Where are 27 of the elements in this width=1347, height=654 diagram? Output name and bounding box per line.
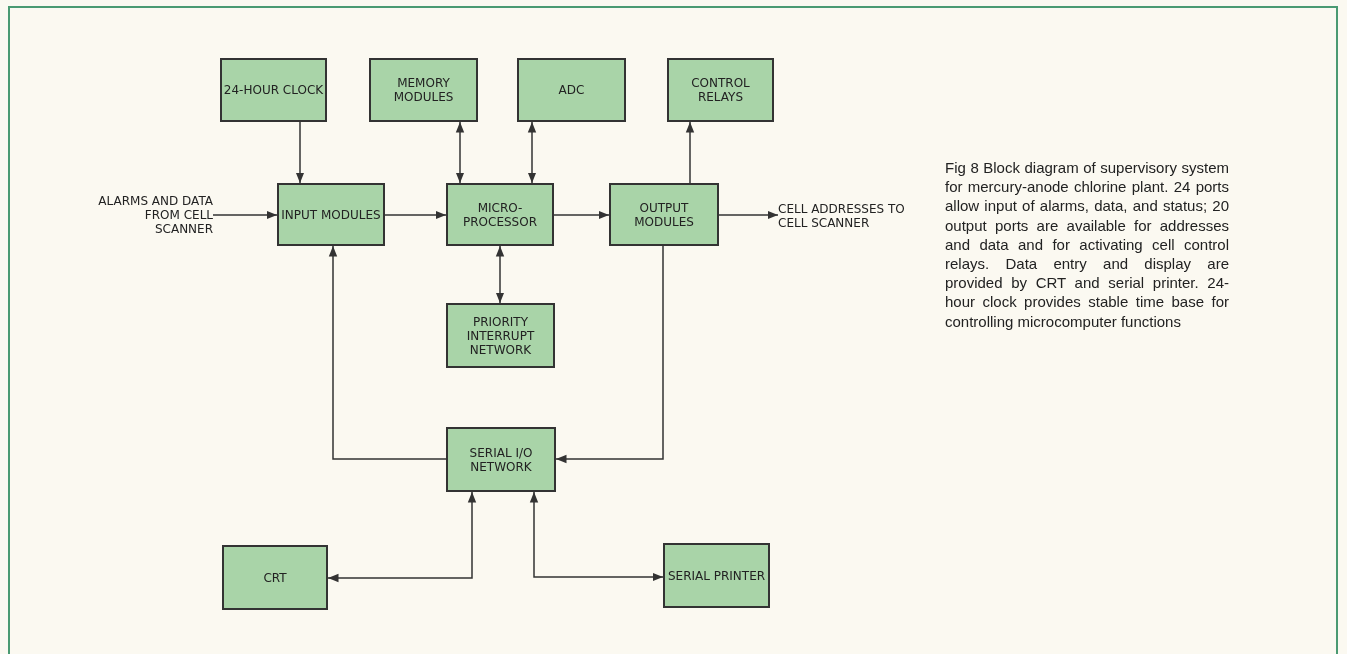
arrow: [327, 491, 477, 583]
arrow: [553, 210, 610, 220]
signal-label: ALARMS AND DATA FROM CELL SCANNER: [98, 194, 213, 236]
block-box: ADC: [517, 58, 626, 122]
block-box: SERIAL I/O NETWORK: [446, 427, 556, 492]
block-box: SERIAL PRINTER: [663, 543, 770, 608]
arrow: [455, 121, 465, 184]
block-box: CONTROL RELAYS: [667, 58, 774, 122]
block-box: CRT: [222, 545, 328, 610]
arrow: [527, 121, 537, 184]
block-box: 24-HOUR CLOCK: [220, 58, 327, 122]
arrow: [555, 245, 664, 464]
arrow: [685, 121, 695, 184]
block-box: MEMORY MODULES: [369, 58, 478, 122]
arrow: [328, 245, 447, 460]
block-box: OUTPUT MODULES: [609, 183, 719, 246]
block-box: MICRO- PROCESSOR: [446, 183, 554, 246]
arrow: [529, 491, 664, 582]
arrow: [212, 210, 278, 220]
block-box: PRIORITY INTERRUPT NETWORK: [446, 303, 555, 368]
arrow: [384, 210, 447, 220]
arrow: [495, 245, 505, 304]
signal-label: CELL ADDRESSES TO CELL SCANNER: [778, 202, 906, 230]
block-box: INPUT MODULES: [277, 183, 385, 246]
figure-caption: Fig 8 Block diagram of supervisory system for mercury-anode chlorine plant. 24 ports allow input of alarms, data, and status; 20 output ports are available for addresses and data and for activating cell control relays. Data entry and display are provided by CRT and serial printer. 24-hour clock provides stable time base for controlling microcomputer functions: [945, 158, 1229, 331]
arrow: [295, 121, 305, 184]
arrow: [718, 210, 779, 220]
